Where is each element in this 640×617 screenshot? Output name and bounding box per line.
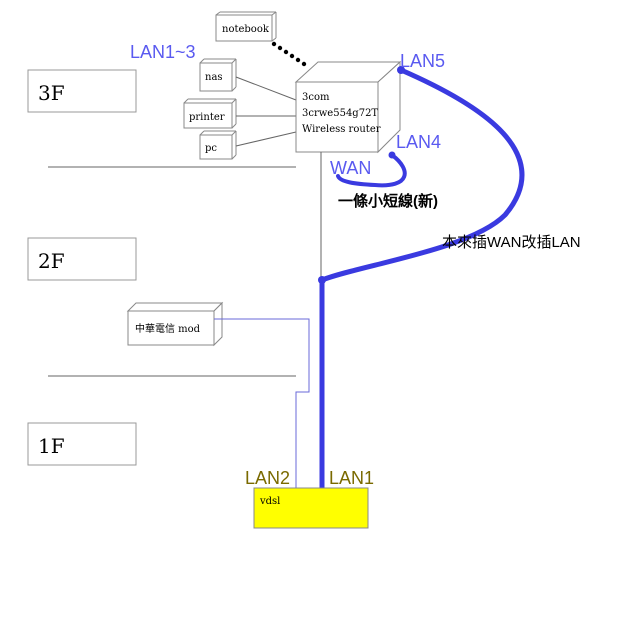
lan1-label: LAN1 <box>329 468 374 488</box>
floor-3f-box: 3F <box>27 69 137 113</box>
moved-cable-note: 本來插WAN改插LAN <box>442 234 581 251</box>
modem-device: 中華電信 mod <box>126 301 224 347</box>
printer-label: printer <box>189 112 225 123</box>
lan2-label: LAN2 <box>245 468 290 488</box>
vdsl-device: vdsl <box>253 487 369 529</box>
floor-2f-label: 2F <box>38 249 65 273</box>
short-cable-note: 一條小短線(新) <box>338 192 438 210</box>
lan4-port-dot <box>388 151 396 159</box>
router-device: 3com 3crwe554g72T Wireless router <box>294 60 402 154</box>
wan-label: WAN <box>330 158 371 178</box>
nas-device: nas <box>199 58 237 92</box>
nas-cable <box>235 76 297 101</box>
notebook-label: notebook <box>222 24 270 35</box>
printer-device: printer <box>183 98 237 129</box>
floor-3f-label: 3F <box>38 81 65 105</box>
floor-1f-label: 1F <box>38 434 65 458</box>
notebook-device: notebook <box>215 11 277 42</box>
pc-device: pc <box>199 130 237 160</box>
modem-label: 中華電信 mod <box>135 322 201 335</box>
router-label-brand: 3com <box>302 92 330 103</box>
lan4-label: LAN4 <box>396 132 441 152</box>
router-label-model: 3crwe554g72T <box>302 108 378 119</box>
modem-cable <box>214 318 310 488</box>
lan5-port-dot <box>397 66 405 74</box>
vdsl-label: vdsl <box>259 496 280 507</box>
pc-label: pc <box>205 143 217 154</box>
lan5-label: LAN5 <box>400 51 445 71</box>
lan5-cable <box>319 67 525 283</box>
nas-label: nas <box>205 72 223 83</box>
lan1-3-label: LAN1~3 <box>130 42 196 62</box>
pc-cable <box>235 131 297 147</box>
short-loop-cable <box>336 153 407 188</box>
router-label-type: Wireless router <box>302 124 381 135</box>
floor-2f-box: 2F <box>27 237 137 281</box>
floor-1f-box: 1F <box>27 422 137 466</box>
wireless-dots <box>271 41 307 67</box>
